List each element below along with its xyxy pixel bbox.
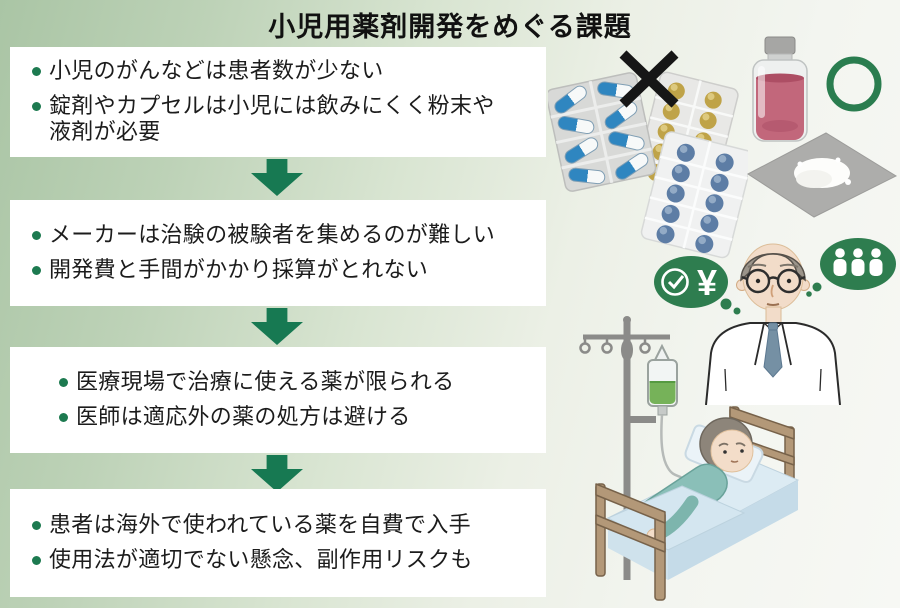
doctor-figure — [705, 243, 841, 405]
thought-bubble-patients-icon — [806, 238, 896, 297]
flow-item: 患者は海外で使われている薬を自費で入手 — [28, 512, 502, 539]
doctor-tie — [763, 322, 783, 378]
clock-check-icon — [661, 268, 689, 296]
page-title: 小児用薬剤開発をめぐる課題 — [268, 12, 632, 42]
pills-illustration — [548, 50, 748, 259]
flow-box-1-list: 小児のがんなどは患者数が少ない 錠剤やカプセルは小児には飲みにくく粉末や液剤が必… — [28, 58, 502, 146]
x-mark-icon — [619, 50, 679, 108]
iv-tube — [660, 414, 686, 481]
down-arrow-icon — [251, 308, 303, 345]
flow-box-4-list: 患者は海外で使われている薬を自費で入手 使用法が適切でない懸念、副作用リスクも — [28, 512, 502, 574]
down-arrow-icon — [251, 455, 303, 492]
down-arrow-icon — [251, 159, 303, 196]
alternative-medicine-illustration — [747, 36, 898, 218]
circle-mark-icon — [826, 56, 882, 112]
flow-item: メーカーは治験の被験者を集めるのが難しい — [28, 222, 502, 249]
powder-packet-icon — [747, 132, 898, 218]
flow-box-3: 医療現場で治療に使える薬が限られる 医師は適応外の薬の処方は避ける — [10, 347, 546, 453]
flow-box-3-list: 医療現場で治療に使える薬が限られる 医師は適応外の薬の処方は避ける — [28, 369, 502, 431]
person-icons — [833, 248, 883, 276]
flow-item: 使用法が適切でない懸念、副作用リスクも — [28, 547, 502, 574]
flow-box-1: 小児のがんなどは患者数が少ない 錠剤やカプセルは小児には飲みにくく粉末や液剤が必… — [10, 47, 546, 157]
flow-box-4: 患者は海外で使われている薬を自費で入手 使用法が適切でない懸念、副作用リスクも — [10, 489, 546, 597]
glasses-icon — [741, 268, 806, 294]
thought-bubble-cost-icon: ¥ — [654, 256, 741, 315]
blister-pack-tablets-blue-icon — [640, 131, 748, 259]
flow-item: 医療現場で治療に使える薬が限られる — [55, 369, 502, 396]
flow-box-2: メーカーは治験の被験者を集めるのが難しい 開発費と手間がかかり採算がとれない — [10, 200, 546, 306]
hospital-bed-illustration — [579, 316, 800, 601]
bed-footboard — [595, 483, 666, 601]
flow-box-2-list: メーカーは治験の被験者を集めるのが難しい 開発費と手間がかかり採算がとれない — [28, 222, 502, 284]
flow-item: 開発費と手間がかかり採算がとれない — [28, 257, 502, 284]
medicine-bottle-icon — [752, 36, 808, 142]
flow-item: 医師は適応外の薬の処方は避ける — [55, 404, 502, 431]
yen-symbol: ¥ — [697, 262, 717, 303]
iv-bag-icon — [647, 343, 686, 481]
flow-item: 錠剤やカプセルは小児には飲みにくく粉末や液剤が必要 — [28, 93, 502, 147]
flow-item: 小児のがんなどは患者数が少ない — [28, 58, 502, 85]
doctor-illustration: ¥ — [654, 238, 896, 405]
